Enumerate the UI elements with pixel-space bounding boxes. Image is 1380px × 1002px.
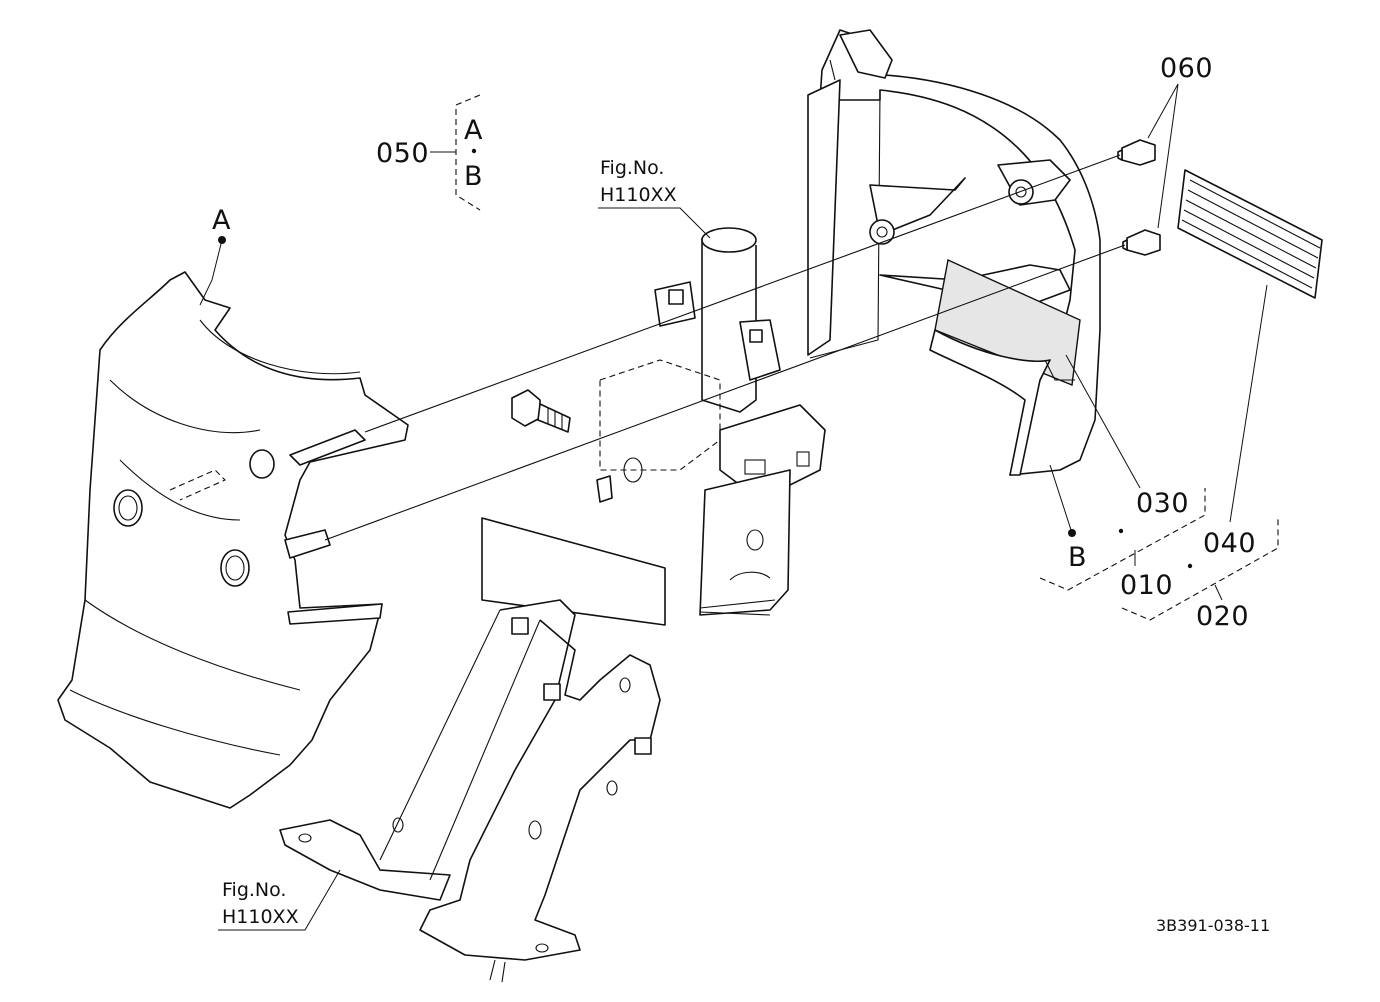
part-code-040: 040 xyxy=(1203,528,1257,559)
gasket-plate xyxy=(481,517,666,626)
bolt-left[interactable] xyxy=(511,389,571,433)
part-code-010: 010 xyxy=(1120,570,1174,601)
screw-060-upper[interactable] xyxy=(1117,139,1156,166)
callout-b-label: B xyxy=(1068,542,1088,573)
right-cover-part[interactable] xyxy=(807,29,1101,476)
part-code-030: 030 xyxy=(1136,488,1190,519)
screw-060-lower[interactable] xyxy=(1122,229,1161,256)
part-code-060: 060 xyxy=(1160,53,1214,84)
steering-column-part[interactable] xyxy=(596,227,826,616)
part-code-020: 020 xyxy=(1196,601,1250,632)
fig-ref-upper-label: Fig.No. xyxy=(600,157,665,179)
drawing-code: 3B391-038-11 xyxy=(1156,916,1271,935)
lower-bracket-part[interactable] xyxy=(279,599,661,983)
fig-ref-lower-label: Fig.No. xyxy=(222,879,287,901)
left-cover-part[interactable] xyxy=(57,271,409,809)
part-code-050-b: B xyxy=(464,161,484,192)
fig-ref-upper-number[interactable]: H110XX xyxy=(600,184,677,206)
part-code-050-a: A xyxy=(464,115,483,146)
fig-ref-lower-number[interactable]: H110XX xyxy=(222,906,299,928)
part-code-050: 050 xyxy=(376,138,430,169)
callout-a-label: A xyxy=(212,205,231,236)
sponge-seal-part[interactable] xyxy=(934,258,1081,386)
